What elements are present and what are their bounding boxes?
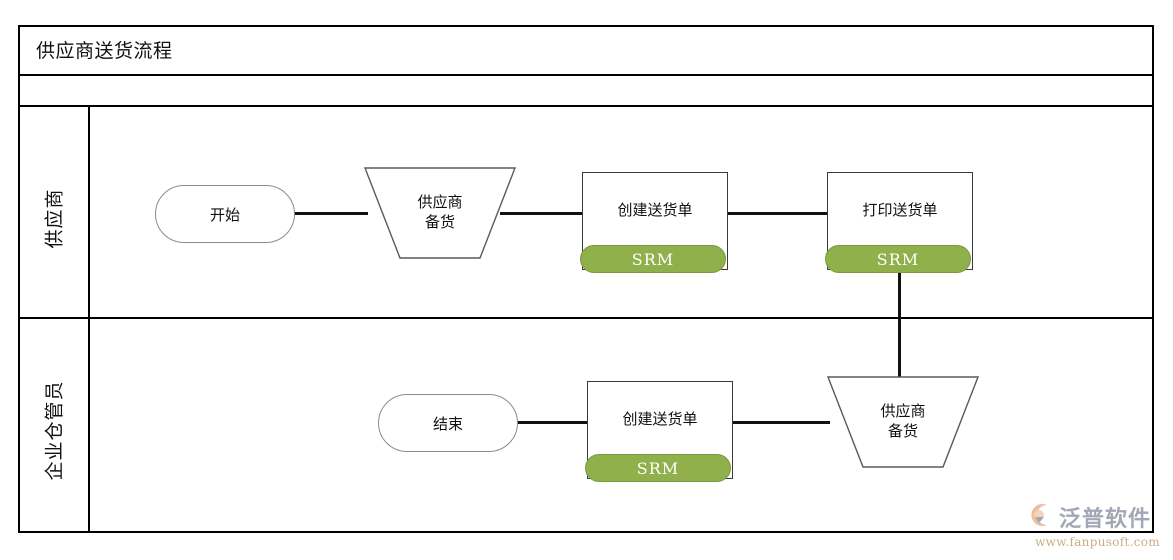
badge-srm-print-label: SRM	[876, 249, 920, 269]
connector-prep-bottom-to-create-bottom	[732, 421, 830, 424]
node-print-delivery-note-label: 打印送货单	[862, 201, 938, 219]
lane-divider	[18, 317, 1154, 319]
node-supplier-prep-top[interactable]: 供应商 备货	[363, 166, 517, 260]
badge-srm-create-top: SRM	[580, 245, 726, 273]
connector-create-bottom-to-end	[517, 421, 589, 424]
node-supplier-prep-top-label: 供应商 备货	[417, 193, 463, 231]
node-create-delivery-note-top-label: 创建送货单	[617, 201, 693, 219]
lane-label-column-divider	[88, 107, 90, 533]
connector-print-down-to-prep-bottom	[898, 268, 901, 383]
fanpu-logo-icon	[1025, 500, 1055, 534]
node-supplier-prep-bottom-label: 供应商 备货	[880, 402, 926, 440]
lane-label-supplier: 供应商	[43, 188, 66, 249]
node-start-label: 开始	[209, 205, 240, 224]
badge-srm-create-bottom: SRM	[585, 454, 731, 482]
watermark: 泛普软件 www.fanpusoft.com	[1025, 500, 1170, 552]
watermark-brand: 泛普软件	[1059, 507, 1152, 532]
node-end-label: 结束	[432, 414, 463, 433]
page-title: 供应商送货流程	[36, 40, 173, 62]
connector-prep-to-create	[500, 212, 584, 215]
connector-create-to-print	[727, 212, 828, 215]
lane-label-warehouse-keeper: 企业仓管员	[43, 380, 66, 481]
node-start[interactable]: 开始	[155, 185, 295, 243]
connector-start-to-prep	[294, 212, 368, 215]
header-spacer-row	[18, 76, 1154, 107]
badge-srm-create-bottom-label: SRM	[636, 458, 680, 478]
node-end[interactable]: 结束	[378, 394, 518, 452]
diagram-frame	[18, 25, 1154, 533]
title-row	[18, 25, 1154, 76]
node-supplier-prep-bottom[interactable]: 供应商 备货	[826, 375, 980, 469]
badge-srm-print: SRM	[825, 245, 971, 273]
node-create-delivery-note-bottom-label: 创建送货单	[622, 410, 698, 428]
badge-srm-create-top-label: SRM	[631, 249, 675, 269]
watermark-url: www.fanpusoft.com	[1035, 535, 1160, 549]
